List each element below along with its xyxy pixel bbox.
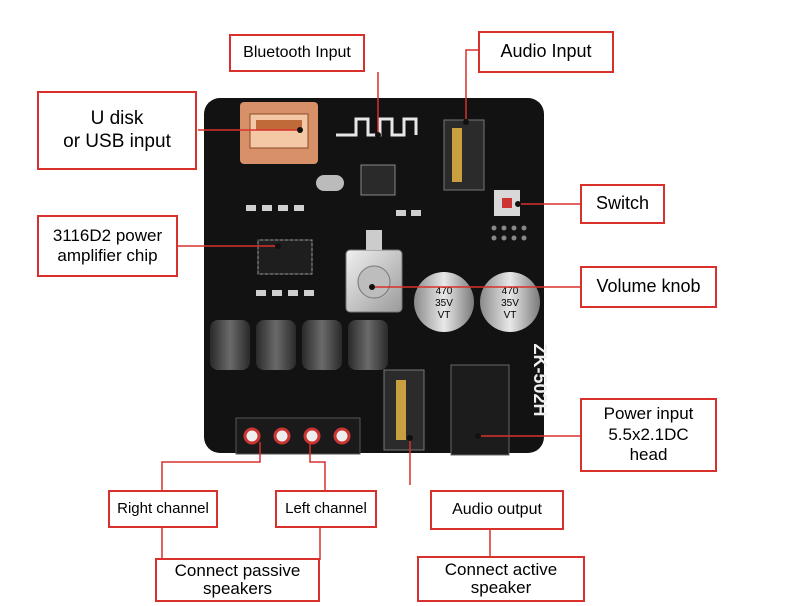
bluetooth-antenna xyxy=(336,117,418,137)
svg-text:VT: VT xyxy=(504,310,517,321)
passive-text-2: speakers xyxy=(203,579,272,598)
usb-port xyxy=(240,102,318,164)
svg-text:35V: 35V xyxy=(501,298,519,309)
amplifier-board-image: 470 35V VT 470 35V VT ZK-502H xyxy=(204,98,550,456)
label-left-channel: Left channel xyxy=(275,490,377,528)
label-u-disk: U disk or USB input xyxy=(37,91,197,170)
power-input-text-2: 5.5x2.1DC xyxy=(608,424,689,444)
svg-text:VT: VT xyxy=(438,310,451,321)
volume-knob-part xyxy=(345,230,403,313)
left-channel-text: Left channel xyxy=(285,500,367,517)
right-channel-text: Right channel xyxy=(117,500,209,517)
svg-text:35V: 35V xyxy=(435,298,453,309)
amp-chip-text-2: amplifier chip xyxy=(57,246,158,265)
audio-input-jack xyxy=(443,119,485,191)
capacitor-left: 470 35V VT xyxy=(414,272,474,332)
power-input-text-3: head xyxy=(629,445,668,465)
u-disk-text-2: or USB input xyxy=(63,130,171,152)
inductors xyxy=(210,320,388,370)
label-switch: Switch xyxy=(580,184,665,224)
label-audio-input: Audio Input xyxy=(478,31,614,73)
dc-jack xyxy=(450,364,510,456)
audio-input-text: Audio Input xyxy=(500,41,592,62)
amp-chip-text-1: 3116D2 power xyxy=(52,225,163,245)
speaker-terminals xyxy=(235,417,361,455)
crystal xyxy=(316,175,344,191)
bluetooth-input-text: Bluetooth Input xyxy=(243,44,351,62)
audio-output-text: Audio output xyxy=(452,501,542,519)
capacitor-right: 470 35V VT xyxy=(480,272,540,332)
model-text: ZK-502H xyxy=(530,343,550,416)
label-bluetooth-input: Bluetooth Input xyxy=(229,34,365,72)
passive-text-1: Connect passive xyxy=(174,561,301,581)
bt-chip xyxy=(360,164,396,196)
u-disk-text-1: U disk xyxy=(90,107,144,129)
switch-text: Switch xyxy=(595,193,649,214)
volume-knob-text: Volume knob xyxy=(596,276,701,297)
label-volume-knob: Volume knob xyxy=(580,266,717,308)
active-text-1: Connect active xyxy=(444,560,558,580)
label-connect-passive: Connect passive speakers xyxy=(155,558,320,602)
label-right-channel: Right channel xyxy=(108,490,218,528)
cap-text: 470 xyxy=(436,286,453,297)
active-text-2: speaker xyxy=(470,578,532,597)
power-input-text-1: Power input xyxy=(603,404,694,424)
label-amp-chip: 3116D2 power amplifier chip xyxy=(37,215,178,277)
amp-chip xyxy=(257,239,313,275)
svg-text:470: 470 xyxy=(502,286,519,297)
label-power-input: Power input 5.5x2.1DC head xyxy=(580,398,717,472)
label-connect-active: Connect active speaker xyxy=(417,556,585,602)
audio-output-jack xyxy=(383,369,425,451)
label-audio-output: Audio output xyxy=(430,490,564,530)
